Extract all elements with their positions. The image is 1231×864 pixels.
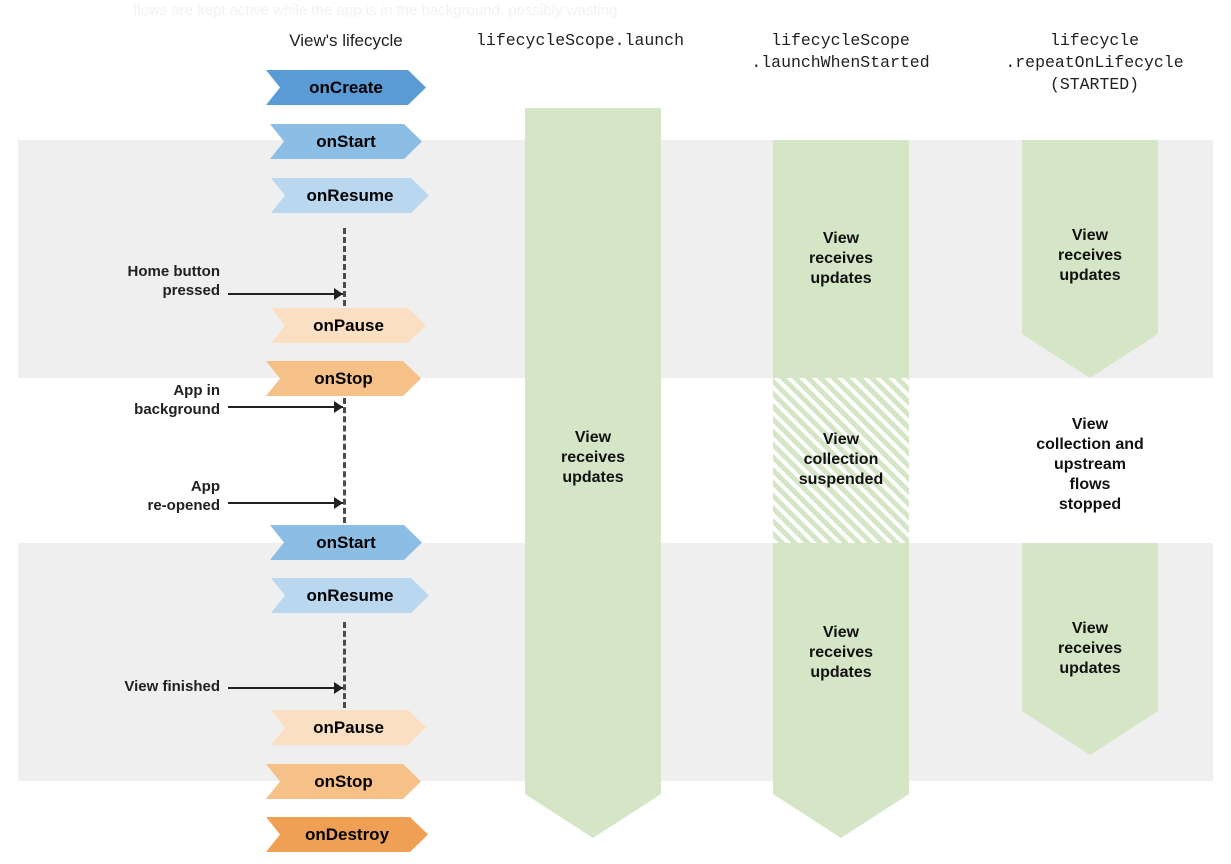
lifecycle-chevron-onstop-2[interactable]: onStop	[266, 764, 421, 799]
lifecycle-chevron-onstart-2-label: onStart	[316, 532, 376, 552]
flow-label-line-collection-and: collection and	[1036, 436, 1144, 453]
flow-label-line-receives: receives	[1057, 247, 1123, 264]
lifecycle-chevron-onstop-1-label: onStop	[314, 368, 373, 388]
flow-bar-repeat-on-lifecycle-active-2: View receives updates	[1022, 543, 1158, 755]
flow-label-line-view: View	[822, 624, 860, 641]
lifecycle-chevron-onstop-1[interactable]: onStop	[266, 361, 421, 396]
column-header-repeat-on-lifecycle-line1: lifecycle	[1049, 31, 1140, 50]
lifecycle-chevron-onpause-2[interactable]: onPause	[271, 710, 426, 745]
flow-bar-launch-label: View receives updates	[525, 428, 661, 488]
column-header-launch-when-started-line2: .launchWhenStarted	[751, 53, 930, 72]
lifecycle-chevron-onstart-1-label: onStart	[316, 131, 376, 151]
flow-label-line-stopped: stopped	[1058, 496, 1122, 513]
lifecycle-chevron-onstop-2-label: onStop	[314, 771, 373, 791]
flow-bar-launch-active: View receives updates	[525, 108, 661, 838]
flow-label-repeat-on-lifecycle-stopped: View collection and upstream flows stopp…	[1010, 415, 1170, 515]
arrow-head-icon	[334, 682, 343, 694]
flow-bar-lws-suspended-label: View collection suspended	[773, 430, 909, 490]
lifecycle-chevron-onpause-2-label: onPause	[313, 717, 384, 737]
flow-label-line-updates: updates	[810, 270, 872, 287]
annotation-arrow-home-button-pressed	[228, 288, 343, 300]
column-header-repeat-on-lifecycle-line3: (STARTED)	[1049, 75, 1140, 94]
lifecycle-chevron-onpause-1[interactable]: onPause	[271, 308, 426, 343]
arrow-head-icon	[334, 288, 343, 300]
column-header-lifecycle-scope-launch-label: lifecycleScope.launch	[476, 31, 684, 50]
flow-label-line-view: View	[822, 431, 860, 448]
annotation-arrow-view-finished	[228, 682, 343, 694]
annotation-home-button-pressed-line2: pressed	[162, 282, 220, 299]
lifecycle-chevron-onresume-2[interactable]: onResume	[271, 578, 429, 613]
column-header-repeat-on-lifecycle: lifecycle .repeatOnLifecycle (STARTED)	[972, 30, 1217, 96]
annotation-arrow-app-in-background	[228, 401, 343, 413]
lifecycle-chevron-onstart-2[interactable]: onStart	[270, 525, 422, 560]
column-header-repeat-on-lifecycle-line2: .repeatOnLifecycle	[1005, 53, 1184, 72]
flow-bar-lws-active-1-label: View receives updates	[773, 229, 909, 289]
flow-label-line-receives: receives	[560, 449, 626, 466]
flow-bar-lws-active-2-label: View receives updates	[773, 623, 909, 683]
lifecycle-chevron-onpause-1-label: onPause	[313, 315, 384, 335]
annotation-app-re-opened-line2: re-opened	[147, 497, 220, 514]
flow-label-line-suspended: suspended	[798, 471, 884, 488]
column-header-lifecycle-scope-launch: lifecycleScope.launch	[455, 30, 705, 52]
lifecycle-chevron-ondestroy-label: onDestroy	[304, 824, 390, 844]
lifecycle-dashed-line-3	[343, 622, 346, 708]
lifecycle-chevron-onresume-2-label: onResume	[306, 585, 394, 605]
flow-label-line-collection: collection	[803, 451, 879, 468]
annotation-home-button-pressed-line1: Home button	[127, 263, 220, 280]
flow-label-line-updates: updates	[810, 664, 872, 681]
flow-bar-rol-active-2-label: View receives updates	[1022, 619, 1158, 679]
annotation-app-in-background-line1: App in	[173, 382, 220, 399]
column-header-launch-when-started: lifecycleScope .launchWhenStarted	[718, 30, 963, 74]
flow-label-line-updates: updates	[562, 469, 624, 486]
column-header-view-lifecycle-label: View's lifecycle	[289, 31, 403, 50]
flow-bar-repeat-on-lifecycle-active-1: View receives updates	[1022, 140, 1158, 378]
lifecycle-chevron-oncreate[interactable]: onCreate	[266, 70, 426, 105]
lifecycle-dashed-line-1	[343, 228, 346, 306]
flow-label-line-view: View	[1071, 620, 1109, 637]
lifecycle-chevron-oncreate-label: onCreate	[309, 77, 383, 97]
flow-label-line-view: View	[574, 429, 612, 446]
flow-label-line-view: View	[1071, 227, 1109, 244]
arrow-head-icon	[334, 401, 343, 413]
flow-label-line-updates: updates	[1059, 267, 1121, 284]
annotation-home-button-pressed: Home button pressed	[60, 262, 220, 300]
flow-label-line-receives: receives	[808, 644, 874, 661]
flow-label-line-flows: flows	[1069, 476, 1111, 493]
flow-label-line-receives: receives	[1057, 640, 1123, 657]
flow-bar-rol-active-1-label: View receives updates	[1022, 226, 1158, 286]
flow-bar-launch-when-started-active-2: View receives updates	[773, 543, 909, 838]
annotation-view-finished-line1: View finished	[124, 678, 220, 695]
lifecycle-dashed-line-2	[343, 398, 346, 523]
annotation-app-in-background: App in background	[50, 381, 220, 419]
column-header-launch-when-started-line1: lifecycleScope	[771, 31, 910, 50]
flow-label-line-updates: updates	[1059, 660, 1121, 677]
clipped-paragraph-text: flows are kept active while the app is i…	[133, 2, 618, 19]
flow-label-line-view: View	[1071, 416, 1109, 433]
flow-label-line-upstream: upstream	[1053, 456, 1127, 473]
flow-bar-launch-when-started-suspended: View collection suspended	[773, 378, 909, 543]
lifecycle-chevron-onstart-1[interactable]: onStart	[270, 124, 422, 159]
annotation-app-in-background-line2: background	[134, 401, 220, 418]
lifecycle-chevron-ondestroy[interactable]: onDestroy	[266, 817, 428, 852]
flow-bar-launch-when-started-active-1: View receives updates	[773, 140, 909, 378]
flow-label-line-view: View	[822, 230, 860, 247]
annotation-view-finished: View finished	[20, 677, 220, 696]
arrow-shaft	[228, 406, 343, 408]
lifecycle-chevron-onresume-1-label: onResume	[306, 185, 394, 205]
flow-label-line-receives: receives	[808, 250, 874, 267]
arrow-shaft	[228, 687, 343, 689]
lifecycle-chevron-onresume-1[interactable]: onResume	[271, 178, 429, 213]
arrow-shaft	[228, 293, 343, 295]
annotation-app-re-opened: App re-opened	[50, 477, 220, 515]
arrow-head-icon	[334, 497, 343, 509]
column-header-view-lifecycle: View's lifecycle	[256, 30, 436, 52]
annotation-app-re-opened-line1: App	[190, 478, 220, 495]
annotation-arrow-app-re-opened	[228, 497, 343, 509]
arrow-shaft	[228, 502, 343, 504]
